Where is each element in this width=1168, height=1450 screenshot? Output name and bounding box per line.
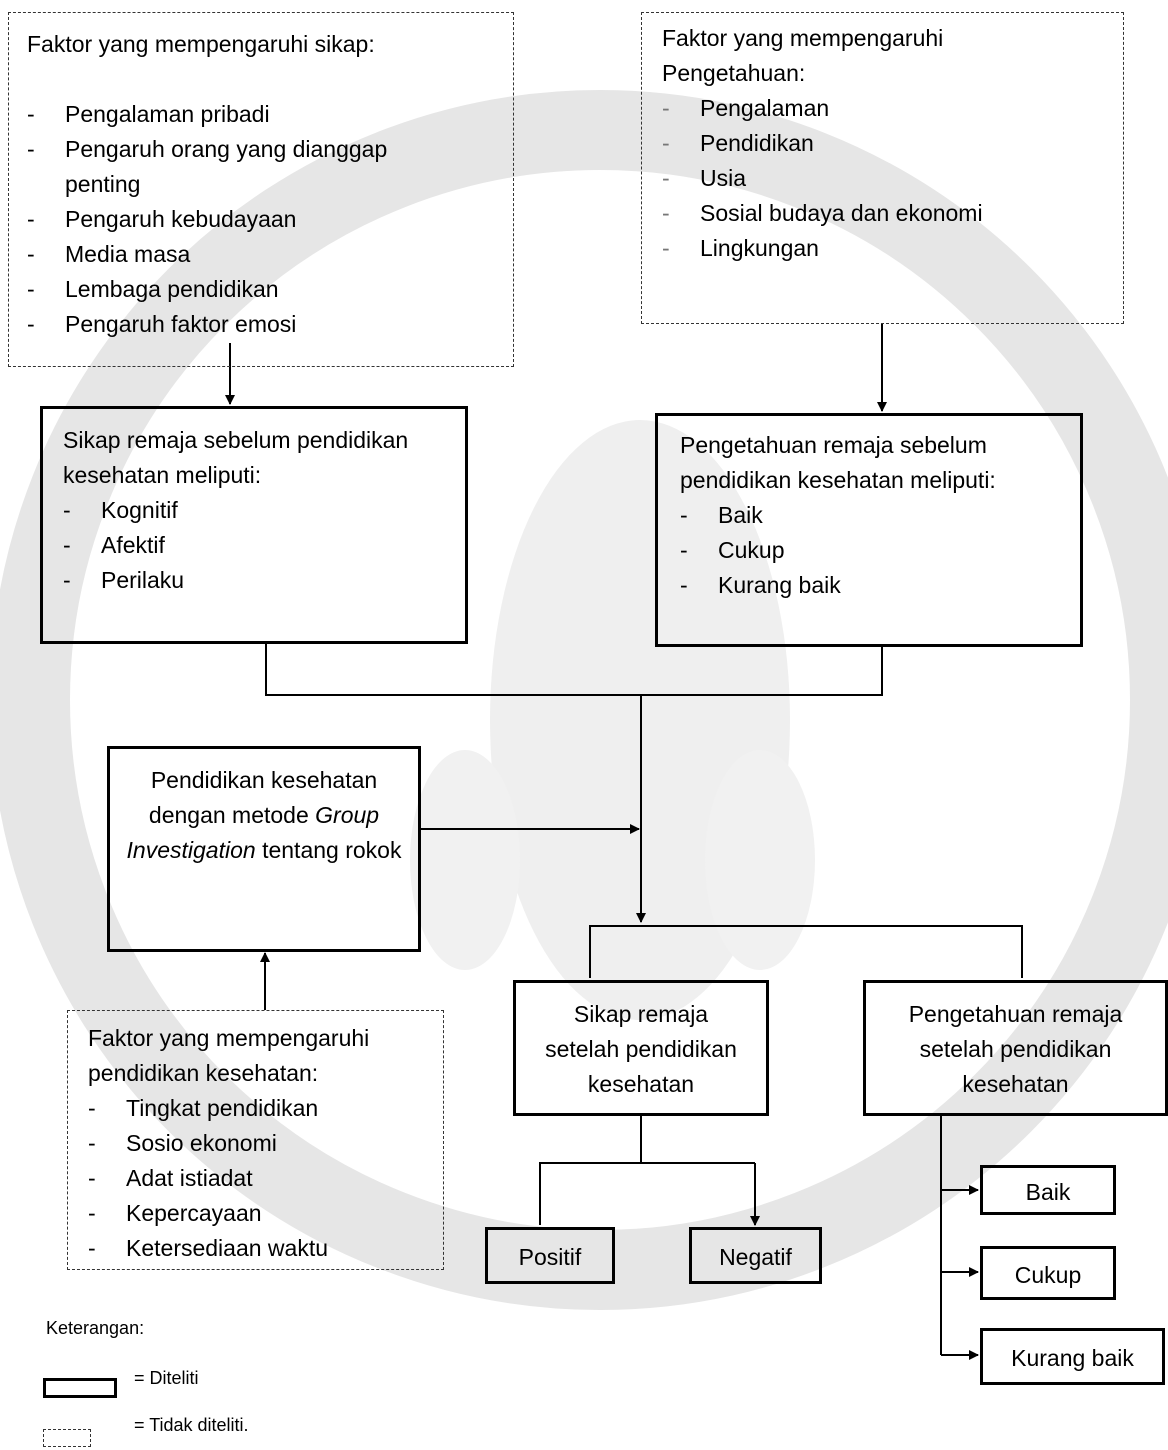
- legend-not-studied-label: = Tidak diteliti.: [134, 1415, 249, 1435]
- list-item: Baik: [680, 498, 1066, 533]
- merge-line: [265, 643, 883, 696]
- list-item: Cukup: [680, 533, 1066, 568]
- education-factors-box: Faktor yang mempengaruhi pendidikan kese…: [67, 1010, 444, 1270]
- attitude-before-title: Sikap remaja sebelum pendidikan kesehata…: [63, 427, 409, 488]
- intervention-box: Pendidikan kesehatan dengan metode Group…: [107, 746, 421, 952]
- list-item: Pengaruh orang yang dianggap penting: [27, 132, 441, 202]
- outcome-poor-box: Kurang baik: [980, 1328, 1165, 1385]
- knowledge-after-label: Pengetahuan remaja setelah pendidikan ke…: [908, 1001, 1123, 1097]
- attitude-outcome-line: [539, 1115, 642, 1225]
- outcome-positive-box: Positif: [485, 1227, 615, 1284]
- intervention-topic: tentang rokok: [255, 837, 402, 863]
- legend-solid-swatch: [43, 1378, 117, 1398]
- knowledge-factors-box: Faktor yang mempengaruhi Pengetahuan: Pe…: [641, 12, 1124, 324]
- list-item: Pendidikan: [662, 126, 1111, 161]
- list-item: Sosial budaya dan ekonomi: [662, 196, 1111, 231]
- knowledge-after-box: Pengetahuan remaja setelah pendidikan ke…: [863, 980, 1168, 1116]
- attitude-before-box: Sikap remaja sebelum pendidikan kesehata…: [40, 406, 468, 644]
- attitude-factors-box: Faktor yang mempengaruhi sikap: Pengalam…: [8, 12, 514, 367]
- list-item: Pengaruh faktor emosi: [27, 307, 441, 342]
- list-item: Media masa: [27, 237, 441, 272]
- list-item: Pengaruh kebudayaan: [27, 202, 441, 237]
- list-item: Pengalaman pribadi: [27, 97, 441, 132]
- legend-title: Keterangan:: [46, 1318, 145, 1338]
- split-line: [589, 925, 1023, 978]
- list-item: Sosio ekonomi: [88, 1126, 433, 1161]
- list-item: Perilaku: [63, 563, 451, 598]
- list-item: Tingkat pendidikan: [88, 1091, 433, 1126]
- knowledge-before-title: Pengetahuan remaja sebelum pendidikan ke…: [680, 432, 996, 493]
- education-factors-title: Faktor yang mempengaruhi pendidikan kese…: [88, 1025, 370, 1086]
- list-item: Kepercayaan: [88, 1196, 433, 1231]
- attitude-factors-title: Faktor yang mempengaruhi sikap:: [27, 31, 375, 57]
- outcome-positive-label: Positif: [518, 1244, 582, 1270]
- outcome-good-label: Baik: [1025, 1179, 1071, 1205]
- intervention-method: Group Investigation: [126, 802, 380, 863]
- list-item: Kurang baik: [680, 568, 1066, 603]
- list-item: Lembaga pendidikan: [27, 272, 441, 307]
- outcome-enough-label: Cukup: [1014, 1262, 1082, 1288]
- attitude-after-box: Sikap remaja setelah pendidikan kesehata…: [513, 980, 769, 1116]
- legend-studied-label: = Diteliti: [134, 1368, 199, 1388]
- knowledge-factors-title: Faktor yang mempengaruhi Pengetahuan:: [662, 25, 944, 86]
- list-item: Ketersediaan waktu: [88, 1231, 433, 1266]
- attitude-after-label: Sikap remaja setelah pendidikan kesehata…: [545, 1001, 737, 1097]
- list-item: Kognitif: [63, 493, 451, 528]
- outcome-negative-box: Negatif: [689, 1227, 822, 1284]
- list-item: Pengalaman: [662, 91, 1111, 126]
- outcome-enough-box: Cukup: [980, 1246, 1116, 1300]
- legend-dashed-swatch: [43, 1429, 91, 1447]
- knowledge-before-box: Pengetahuan remaja sebelum pendidikan ke…: [655, 413, 1083, 647]
- list-item: Lingkungan: [662, 231, 1111, 266]
- outcome-poor-label: Kurang baik: [1011, 1345, 1134, 1371]
- outcome-good-box: Baik: [980, 1165, 1116, 1215]
- list-item: Afektif: [63, 528, 451, 563]
- list-item: Usia: [662, 161, 1111, 196]
- list-item: Adat istiadat: [88, 1161, 433, 1196]
- outcome-negative-label: Negatif: [719, 1244, 792, 1270]
- intervention-text: Pendidikan kesehatan dengan metode: [148, 767, 378, 828]
